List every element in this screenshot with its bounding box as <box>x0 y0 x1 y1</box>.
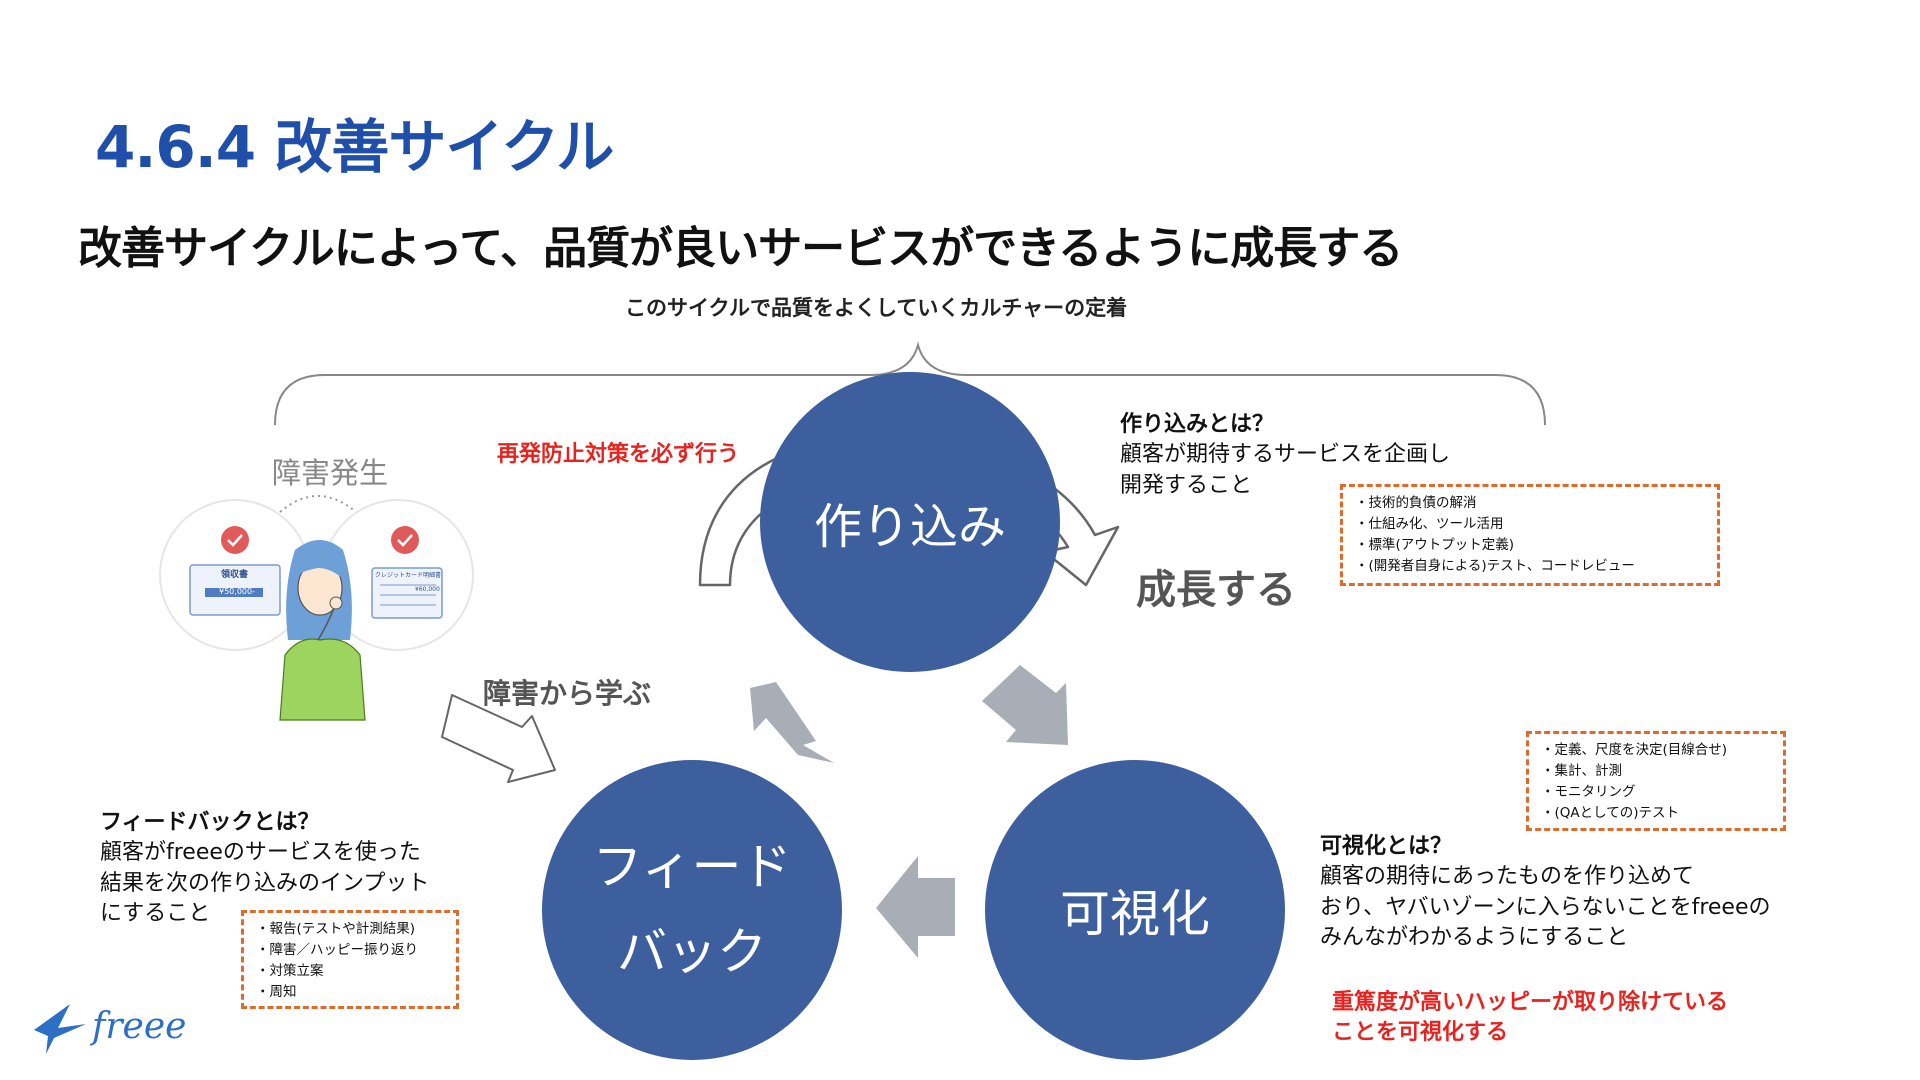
arrow-feedback-to-make <box>750 682 834 763</box>
grow-label: 成長する <box>1136 567 1296 613</box>
page-subtitle: 改善サイクルによって、品質が良いサービスができるように成長する <box>78 223 1403 274</box>
visualize-description: 可視化とは？ 顧客の期待にあったものを作り込めて おり、ヤバいゾーンに入らないこ… <box>1320 832 1771 953</box>
prevent-recurrence-label: 再発防止対策を必ず行う <box>497 442 740 467</box>
list-item: モニタリング <box>1541 782 1775 803</box>
freee-bird-icon <box>34 1004 86 1054</box>
culture-label: このサイクルで品質をよくしていくカルチャーの定着 <box>625 296 1128 320</box>
learn-arrow <box>441 694 556 783</box>
severity-note: 重篤度が高いハッピーが取り除けている ことを可視化する <box>1332 988 1728 1047</box>
doc1-title: 領収書 <box>221 570 249 580</box>
doc2-title: クレジットカード明細書 <box>375 572 442 579</box>
make-description-line-1: 顧客が期待するサービスを企画し <box>1120 442 1451 468</box>
make-description: 作り込みとは？ 顧客が期待するサービスを企画し 開発すること <box>1120 410 1450 501</box>
culture-brace <box>274 341 1546 426</box>
feedback-activities-box: 報告(テストや計測結果) 障害／ハッピー振り返り 対策立案 周知 <box>241 910 459 1009</box>
learn-from-incident-label: 障害から学ぶ <box>483 677 652 710</box>
list-item: 対策立案 <box>256 961 448 982</box>
list-item: 報告(テストや計測結果) <box>256 919 448 940</box>
visualize-description-line-1: 顧客の期待にあったものを作り込めて <box>1320 864 1695 890</box>
feedback-description-line-1: 顧客がfreeeのサービスを使った <box>100 840 421 866</box>
make-description-heading: 作り込みとは？ <box>1120 412 1275 437</box>
make-activities-box: 技術的負債の解消 仕組み化、ツール活用 標準(アウトプット定義) (開発者自身に… <box>1340 484 1720 586</box>
list-item: 周知 <box>256 982 448 1003</box>
list-item: 仕組み化、ツール活用 <box>1355 514 1709 535</box>
feedback-description-line-3: にすること <box>100 901 211 927</box>
severity-note-line-1: 重篤度が高いハッピーが取り除けている <box>1332 990 1729 1015</box>
doc2-amount: ¥60,000 <box>415 586 440 593</box>
cycle-node-feedback-label-1: フィード <box>592 838 792 896</box>
page-title: 4.6.4 改善サイクル <box>95 113 614 181</box>
arrow-make-to-visualize <box>982 665 1068 745</box>
feedback-description: フィードバックとは？ 顧客がfreeeのサービスを使った 結果を次の作り込みのイ… <box>100 808 429 929</box>
list-item: 技術的負債の解消 <box>1355 493 1709 514</box>
list-item: 障害／ハッピー振り返り <box>256 940 448 961</box>
cycle-node-make-label: 作り込み <box>813 499 1006 555</box>
cycle-node-visualize-label: 可視化 <box>1060 885 1210 943</box>
incident-illustration <box>159 495 474 721</box>
visualize-description-line-2: おり、ヤバいゾーンに入らないことをfreeeの <box>1320 894 1771 920</box>
visualize-description-heading: 可視化とは？ <box>1320 834 1453 859</box>
visualize-activities-box: 定義、尺度を決定(目線合せ) 集計、計測 モニタリング (QAとしての)テスト <box>1526 731 1786 831</box>
visualize-description-line-3: みんながわかるようにすること <box>1320 925 1629 951</box>
list-item: 集計、計測 <box>1541 761 1775 782</box>
incident-label: 障害発生 <box>272 456 389 490</box>
doc1-amount: ¥50,000- <box>219 587 255 596</box>
arrow-visualize-to-feedback <box>876 856 955 958</box>
list-item: 標準(アウトプット定義) <box>1355 535 1709 556</box>
make-description-line-2: 開発すること <box>1120 472 1253 498</box>
cycle-node-feedback-label-2: バック <box>617 923 767 981</box>
list-item: 定義、尺度を決定(目線合せ) <box>1541 740 1775 761</box>
cycle-node-make: 作り込み <box>760 372 1060 672</box>
freee-logo: freee <box>92 1006 187 1047</box>
cycle-node-feedback: フィード バック <box>542 760 842 1060</box>
cycle-node-visualize: 可視化 <box>985 760 1285 1060</box>
severity-note-line-2: ことを可視化する <box>1332 1019 1509 1045</box>
feedback-description-heading: フィードバックとは？ <box>100 810 320 835</box>
list-item: (QAとしての)テスト <box>1541 803 1775 824</box>
list-item: (開発者自身による)テスト、コードレビュー <box>1355 556 1709 577</box>
feedback-description-line-2: 結果を次の作り込みのインプット <box>100 870 430 896</box>
